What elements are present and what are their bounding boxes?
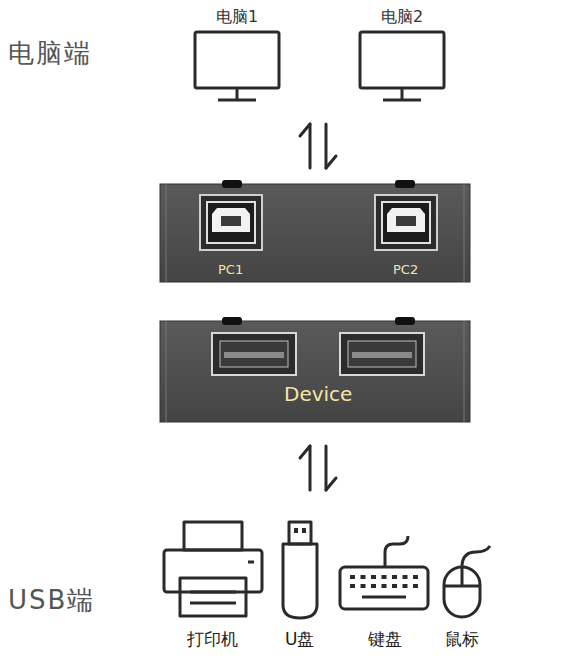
- node-label: 电脑1: [216, 8, 258, 26]
- key-dot: [350, 575, 355, 579]
- key-dot: [413, 584, 418, 588]
- switch-device-panel: Device: [160, 321, 470, 422]
- usb-drive-icon: U盘: [278, 518, 322, 652]
- key-dot: [403, 575, 408, 579]
- key-dot: [392, 584, 397, 588]
- switch-pc-panel: PC1 PC2: [160, 184, 470, 282]
- key-dot: [403, 584, 408, 588]
- key-dot: [382, 584, 387, 588]
- node-label: PC2: [393, 263, 418, 278]
- node-label: 电脑2: [381, 8, 423, 26]
- key-dot: [361, 584, 366, 588]
- computer-monitor: 电脑2: [355, 4, 449, 104]
- computer-monitor: 电脑1: [190, 4, 284, 104]
- node-label: 打印机: [187, 630, 238, 650]
- mouse-icon: 鼠标: [438, 518, 494, 652]
- key-dot: [371, 584, 376, 588]
- key-dot: [350, 584, 355, 588]
- node-label: U盘: [285, 630, 314, 650]
- key-dot: [382, 575, 387, 579]
- node-label: Device: [284, 383, 352, 406]
- key-dot: [413, 575, 418, 579]
- node-label: 鼠标: [445, 630, 479, 650]
- key-dot: [361, 575, 366, 579]
- key-dot: [371, 575, 376, 579]
- keyboard-icon: 键盘: [336, 518, 432, 652]
- node-label: PC1: [218, 263, 243, 278]
- side-label: USB端: [8, 586, 95, 616]
- key-dot: [392, 575, 397, 579]
- side-label: 电脑端: [8, 39, 92, 69]
- node-label: 键盘: [368, 630, 402, 650]
- printer-icon: 打印机: [160, 518, 264, 652]
